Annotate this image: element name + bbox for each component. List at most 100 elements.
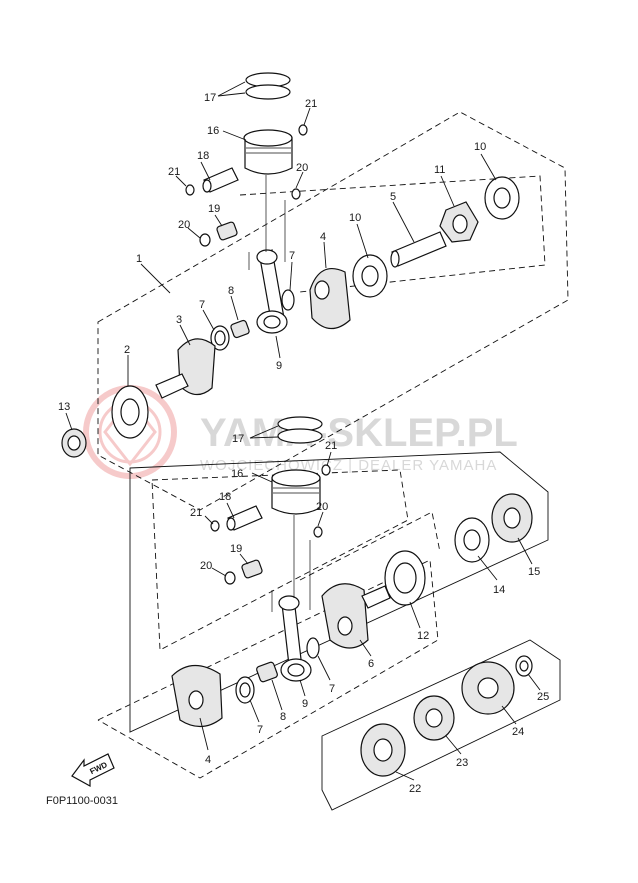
callout-16: 16 xyxy=(207,125,219,137)
clip-upper-1 xyxy=(298,124,308,136)
piston-pin-lower xyxy=(226,505,263,531)
lower-crank-outline xyxy=(151,469,409,651)
thrust-washer-lower-a xyxy=(306,637,320,659)
damper-23 xyxy=(413,695,455,741)
callout-17: 17 xyxy=(232,433,244,445)
coupler-24 xyxy=(461,661,515,715)
lower-assembly xyxy=(97,416,561,811)
fwd-arrow-icon: FWD xyxy=(71,753,115,788)
callout-18: 18 xyxy=(197,150,209,162)
callout-12: 12 xyxy=(417,630,429,642)
needle-bearing-upper xyxy=(216,221,238,241)
main-bearing-lower-12 xyxy=(384,550,426,606)
callout-20: 20 xyxy=(316,501,328,513)
bearing-upper-10a xyxy=(352,254,388,298)
clip-lower-1 xyxy=(321,464,331,476)
callout-13: 13 xyxy=(58,401,70,413)
callout-11: 11 xyxy=(434,164,445,176)
callout-6: 6 xyxy=(368,658,374,670)
callout-19: 19 xyxy=(230,543,242,555)
callout-9: 9 xyxy=(302,698,308,710)
conrod-group-outline xyxy=(239,175,546,293)
clip-upper-3 xyxy=(291,188,301,200)
callout-8: 8 xyxy=(228,285,234,297)
crank-half-upper xyxy=(155,338,216,399)
callout-10: 10 xyxy=(474,141,486,153)
callout-10: 10 xyxy=(349,212,361,224)
callout-5: 5 xyxy=(390,191,396,203)
clip-upper-2 xyxy=(185,184,195,196)
thrust-washer-upper-b xyxy=(210,325,230,351)
callout-8: 8 xyxy=(280,711,286,723)
callout-7: 7 xyxy=(257,724,263,736)
lower-conrod-outline xyxy=(97,559,439,779)
callout-20: 20 xyxy=(200,560,212,572)
clip-lower-2 xyxy=(210,520,220,532)
thrust-washer-upper-a xyxy=(281,289,295,311)
callout-22: 22 xyxy=(409,783,421,795)
washer-25 xyxy=(515,655,533,677)
callout-20: 20 xyxy=(296,162,308,174)
needle-bearing-lower-8 xyxy=(256,661,278,683)
upper-assembly xyxy=(61,72,569,511)
callout-21: 21 xyxy=(190,507,202,519)
callout-4: 4 xyxy=(205,754,211,766)
callout-7: 7 xyxy=(329,683,335,695)
callout-2: 2 xyxy=(124,344,130,356)
thrust-washer-lower-b xyxy=(235,676,255,704)
diagram-code: F0P1100-0031 xyxy=(46,795,118,807)
connecting-rod-upper xyxy=(256,248,288,334)
callout-18: 18 xyxy=(219,491,231,503)
callout-21: 21 xyxy=(168,166,180,178)
callout-7: 7 xyxy=(199,299,205,311)
callout-23: 23 xyxy=(456,757,468,769)
piston-ring-upper-b xyxy=(245,84,291,100)
washer-lower-20 xyxy=(224,571,236,585)
callout-1: 1 xyxy=(136,253,142,265)
crank-web-upper xyxy=(309,268,351,330)
needle-bearing-upper-8 xyxy=(230,319,250,339)
callout-21: 21 xyxy=(305,98,317,110)
callout-17: 17 xyxy=(204,92,216,104)
callout-24: 24 xyxy=(512,726,524,738)
watermark-subtitle: WOJCIECHOWICZ | DEALER YAMAHA xyxy=(200,457,497,474)
crank-half-lower-6 xyxy=(321,583,391,649)
bearing-lower-14 xyxy=(454,517,490,563)
callout-14: 14 xyxy=(493,584,505,596)
watermark: YAMA-SKLEP.PL WOJCIECHOWICZ | DEALER YAM… xyxy=(83,385,518,479)
needle-bearing-lower xyxy=(241,559,263,579)
upper-leader-lines xyxy=(65,81,497,431)
piston-ring-lower-b xyxy=(277,428,323,444)
lower-group-outline xyxy=(129,451,549,733)
callout-19: 19 xyxy=(208,203,220,215)
nut-upper xyxy=(439,201,479,243)
shaft-upper xyxy=(390,231,447,268)
coupler-22 xyxy=(360,723,406,777)
piston-upper xyxy=(243,129,293,175)
callout-3: 3 xyxy=(176,314,182,326)
callout-15: 15 xyxy=(528,566,540,578)
callout-9: 9 xyxy=(276,360,282,372)
callout-21: 21 xyxy=(325,440,337,452)
seal-lower-15 xyxy=(491,493,533,543)
piston-lower xyxy=(271,469,321,515)
connecting-rod-lower xyxy=(278,595,312,682)
oil-seal xyxy=(61,428,87,458)
callout-4: 4 xyxy=(320,231,326,243)
callout-16: 16 xyxy=(231,468,243,480)
piston-pin-upper xyxy=(202,167,239,193)
lower-shaft-outline xyxy=(299,511,441,581)
watermark-text: YAMA-SKLEP.PL xyxy=(200,411,518,455)
bearing-upper-10b xyxy=(484,176,520,220)
callouts: 17 21 16 18 21 20 19 20 10 11 5 10 4 7 1… xyxy=(58,92,549,795)
callout-25: 25 xyxy=(537,691,549,703)
callout-7: 7 xyxy=(289,250,295,262)
crank-half-lower-4 xyxy=(171,664,223,728)
main-bearing-upper xyxy=(111,385,149,439)
coupler-group-outline xyxy=(321,639,561,811)
callout-20: 20 xyxy=(178,219,190,231)
washer-upper-20 xyxy=(199,233,211,247)
lower-leader-lines xyxy=(199,425,541,781)
clip-lower-3 xyxy=(313,526,323,538)
